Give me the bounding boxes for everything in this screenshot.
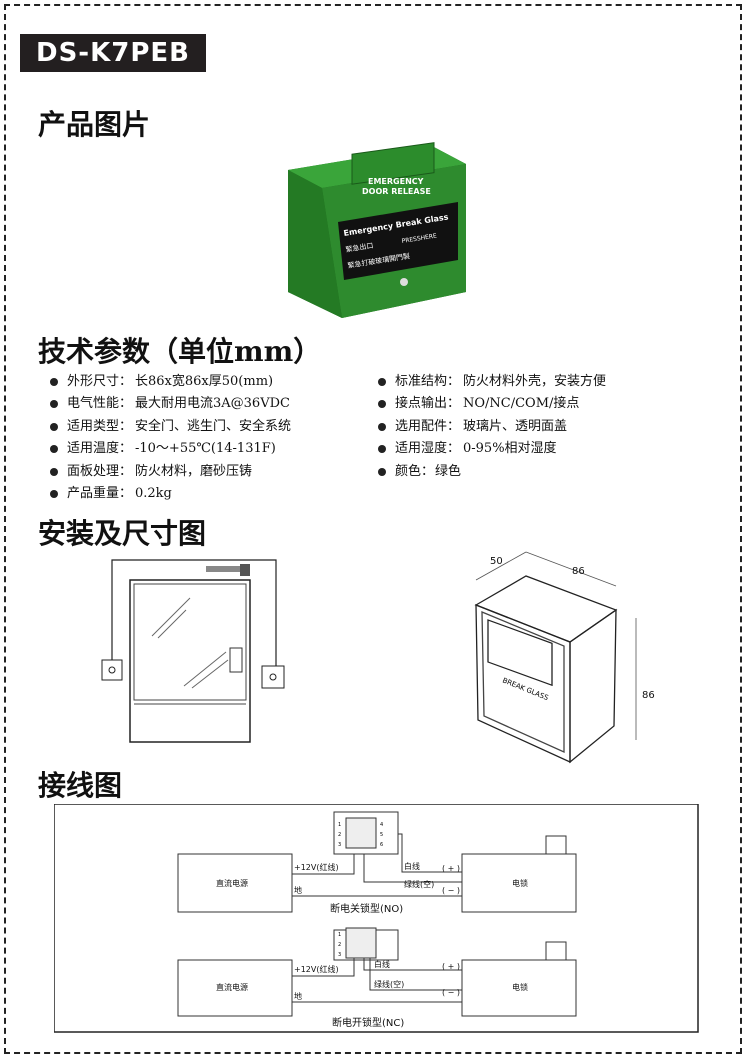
no-terminal-2: 2	[338, 832, 341, 838]
spec-row: 产品重量：0.2kg	[50, 482, 172, 501]
dimension-drawing: 50 86 86 BREAK GLASS	[474, 551, 655, 764]
no-gnd: 地	[294, 885, 302, 895]
spec-row: 接点输出：NO/NC/COM/接点	[378, 392, 579, 411]
product-label-2: DOOR RELEASE	[362, 187, 431, 196]
spec-row: 颜色：绿色	[378, 460, 461, 479]
nc-terminal-3: 3	[338, 952, 341, 958]
nc-minus: ( − )	[442, 988, 460, 997]
no-green: 绿线(空)	[404, 879, 434, 889]
spec-row: 选用配件：玻璃片、透明面盖	[378, 415, 567, 434]
wiring-diagram: 直流电源 电锁 1 2 3 4 5 6 +12V(红线) 地 白线 绿线(空) …	[54, 804, 699, 1033]
spec-row: 面板处理：防火材料，磨砂压铸	[50, 460, 252, 479]
model-badge: DS-K7PEB	[20, 34, 206, 72]
no-terminal-4: 4	[380, 822, 383, 828]
door-install-diagram	[101, 559, 285, 743]
no-v12: +12V(红线)	[294, 862, 339, 872]
dim-break-glass: BREAK GLASS	[501, 676, 550, 702]
no-terminal-1: 1	[338, 822, 341, 828]
no-plus: ( + )	[442, 864, 460, 873]
spec-row: 适用温度：-10～+55℃(14-131F)	[50, 437, 276, 456]
nc-psu: 直流电源	[216, 982, 248, 992]
dim-height: 86	[642, 690, 655, 701]
nc-white: 白线	[374, 959, 390, 969]
no-lock: 电锁	[512, 878, 528, 888]
nc-lock: 电锁	[512, 982, 528, 992]
no-caption: 断电关锁型(NO)	[330, 902, 403, 915]
nc-green: 绿线(空)	[374, 979, 404, 989]
spec-row: 适用湿度：0-95%相对湿度	[378, 437, 557, 456]
section-title-photo: 产品图片	[38, 108, 151, 141]
dim-width: 86	[572, 566, 585, 577]
dim-depth: 50	[490, 556, 503, 567]
nc-caption: 断电开锁型(NC)	[332, 1016, 404, 1029]
no-terminal-6: 6	[380, 842, 383, 848]
spec-row: 标准结构：防火材料外壳，安装方便	[378, 370, 606, 389]
product-label-1: EMERGENCY	[368, 177, 424, 186]
nc-gnd: 地	[294, 991, 302, 1001]
no-terminal-5: 5	[380, 832, 383, 838]
no-psu: 直流电源	[216, 878, 248, 888]
nc-terminal-1: 1	[338, 932, 341, 938]
product-photo: EMERGENCY DOOR RELEASE Emergency Break G…	[288, 142, 466, 318]
no-minus: ( − )	[442, 886, 460, 895]
no-terminal-3: 3	[338, 842, 341, 848]
spec-row: 电气性能：最大耐用电流3A@36VDC	[50, 392, 290, 411]
spec-row: 适用类型：安全门、逃生门、安全系统	[50, 415, 291, 434]
section-title-specs: 技术参数（单位mm）	[38, 335, 322, 368]
nc-v12: +12V(红线)	[294, 964, 339, 974]
page-border	[4, 4, 742, 1054]
product-glass-2: 緊急出口	[345, 241, 374, 254]
no-white: 白线	[404, 861, 420, 871]
section-title-install: 安装及尺寸图	[38, 517, 207, 550]
section-title-wiring: 接线图	[38, 769, 123, 802]
spec-row: 外形尺寸：长86x宽86x厚50(mm)	[50, 370, 273, 389]
nc-plus: ( + )	[442, 962, 460, 971]
nc-terminal-2: 2	[338, 942, 341, 948]
